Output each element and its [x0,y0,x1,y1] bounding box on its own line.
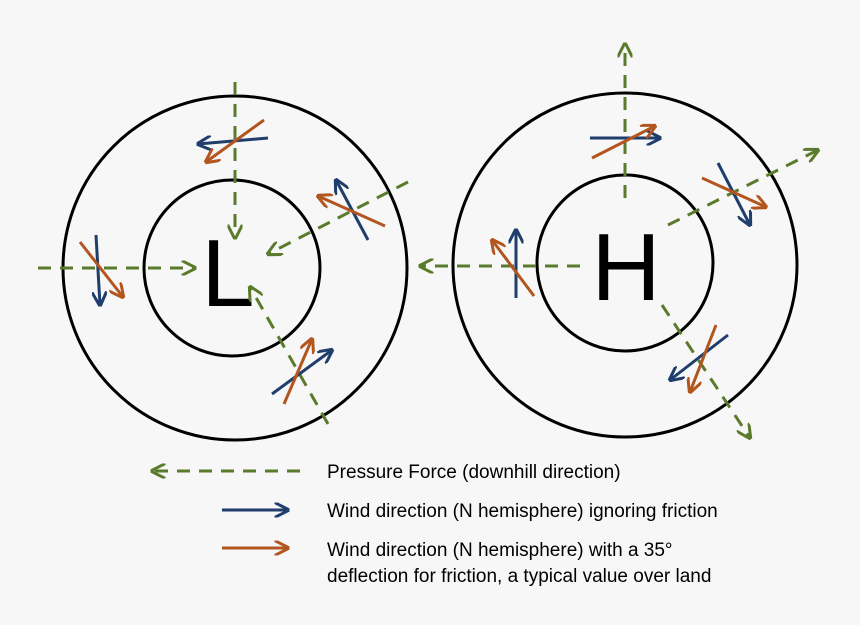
low-friction-arrow-left [78,241,123,297]
high-friction-arrow-upper-right [701,176,766,207]
low-wind-arrow-left [96,234,100,305]
high-friction-arrow-top [591,126,655,160]
low-inner-isobar [142,178,322,358]
high-outer-isobar [451,91,799,439]
legend-wind-label: Wind direction (N hemisphere) ignoring f… [327,501,718,522]
low-pressure-arrow-lower-right [250,287,330,425]
high-pressure-system: H [420,44,818,438]
low-wind-arrow-lower-right [271,350,332,396]
low-center-label: L [201,220,254,327]
low-pressure-arrow-upper-right [268,180,409,254]
low-friction-arrow-upper-right [318,196,386,228]
legend-friction-label-line2: deflection for friction, a typical value… [327,566,711,587]
high-pressure-arrow-lower-right [660,304,750,438]
high-friction-arrow-lower-right [690,324,718,392]
high-friction-arrow-left [492,240,536,297]
legend-pressure-label: Pressure Force (downhill direction) [327,462,621,483]
legend-friction-label-line1: Wind direction (N hemisphere) with a 35° [327,540,673,561]
high-pressure-arrow-upper-right [667,150,818,227]
low-friction-arrow-top [206,118,265,162]
legend: Pressure Force (downhill direction) Wind… [152,462,718,587]
high-center-label: H [591,214,660,321]
low-friction-arrow-lower-right [282,339,312,405]
high-wind-arrow-lower-right [670,333,729,380]
low-pressure-system: L [38,82,409,442]
